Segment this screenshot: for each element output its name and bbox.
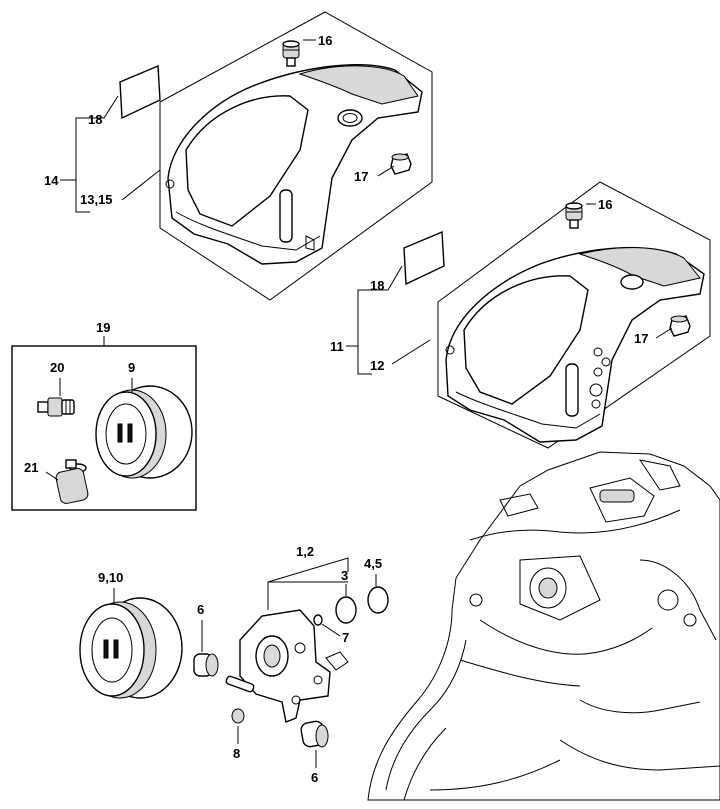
callout-4-5: 4,5 xyxy=(364,556,382,571)
callout-17-top: 17 xyxy=(354,169,368,184)
nut-8 xyxy=(231,708,245,744)
second-cover-raised-panel xyxy=(463,275,589,405)
callout-17-second: 17 xyxy=(634,331,648,346)
plug-17-top xyxy=(390,153,412,175)
air-filter-9-10 xyxy=(79,588,183,699)
top-cover-post xyxy=(279,189,293,243)
grommet-6-upper xyxy=(193,620,219,677)
air-filter-9 xyxy=(95,378,193,479)
second-cover-rim xyxy=(578,247,701,287)
callout-9: 9 xyxy=(128,360,135,375)
callout-1-2: 1,2 xyxy=(296,544,314,559)
top-cover-raised-panel xyxy=(185,95,309,227)
callout-18-second: 18 xyxy=(370,278,384,293)
top-cover-assembly xyxy=(60,11,433,301)
callout-18-top: 18 xyxy=(88,112,102,127)
knob-16-top xyxy=(282,40,300,67)
grommet-6-lower xyxy=(300,720,329,768)
callout-9-10: 9,10 xyxy=(98,570,123,585)
o-ring-4-5 xyxy=(367,574,389,614)
top-cover-lower-edge xyxy=(175,211,321,251)
top-cover-frame xyxy=(159,11,433,301)
callout-16-second: 16 xyxy=(598,197,612,212)
callout-20: 20 xyxy=(50,360,64,375)
callout-3: 3 xyxy=(341,568,348,583)
callout-14: 14 xyxy=(44,173,59,188)
fitting-20 xyxy=(37,378,75,417)
callout-12: 12 xyxy=(370,358,384,373)
knob-16-second xyxy=(565,202,583,229)
label-pad-18-second xyxy=(403,230,445,286)
top-cover-rim xyxy=(298,65,419,105)
plug-17-second xyxy=(669,315,691,337)
filter-kit-box xyxy=(11,336,197,511)
fuel-filter-21 xyxy=(45,459,89,504)
callout-19: 19 xyxy=(96,320,110,335)
second-cover-assembly xyxy=(346,181,711,449)
callout-11: 11 xyxy=(330,339,344,354)
callout-21: 21 xyxy=(24,460,38,475)
top-cover-screw xyxy=(165,179,175,189)
callout-labels: 16 18 14 13,15 17 16 18 11 12 17 19 20 9… xyxy=(24,33,648,785)
second-cover-post xyxy=(565,363,579,417)
callout-8: 8 xyxy=(233,746,240,761)
callout-13-15: 13,15 xyxy=(80,192,113,207)
top-cover-port-inner xyxy=(342,113,358,123)
seal-7 xyxy=(313,614,341,637)
label-pad-18-top xyxy=(119,64,161,120)
second-cover-controls xyxy=(589,347,611,409)
chainsaw-body xyxy=(367,451,720,801)
callout-6-lower: 6 xyxy=(311,770,318,785)
top-cover-clip xyxy=(305,235,315,251)
top-cover-port xyxy=(337,109,363,127)
filter-base-1-2 xyxy=(225,557,349,723)
o-ring-3 xyxy=(335,584,357,624)
callout-6-upper: 6 xyxy=(197,602,204,617)
callout-7: 7 xyxy=(342,630,349,645)
second-cover-frame xyxy=(437,181,711,449)
callout-16-top: 16 xyxy=(318,33,332,48)
second-cover-port xyxy=(620,274,644,290)
